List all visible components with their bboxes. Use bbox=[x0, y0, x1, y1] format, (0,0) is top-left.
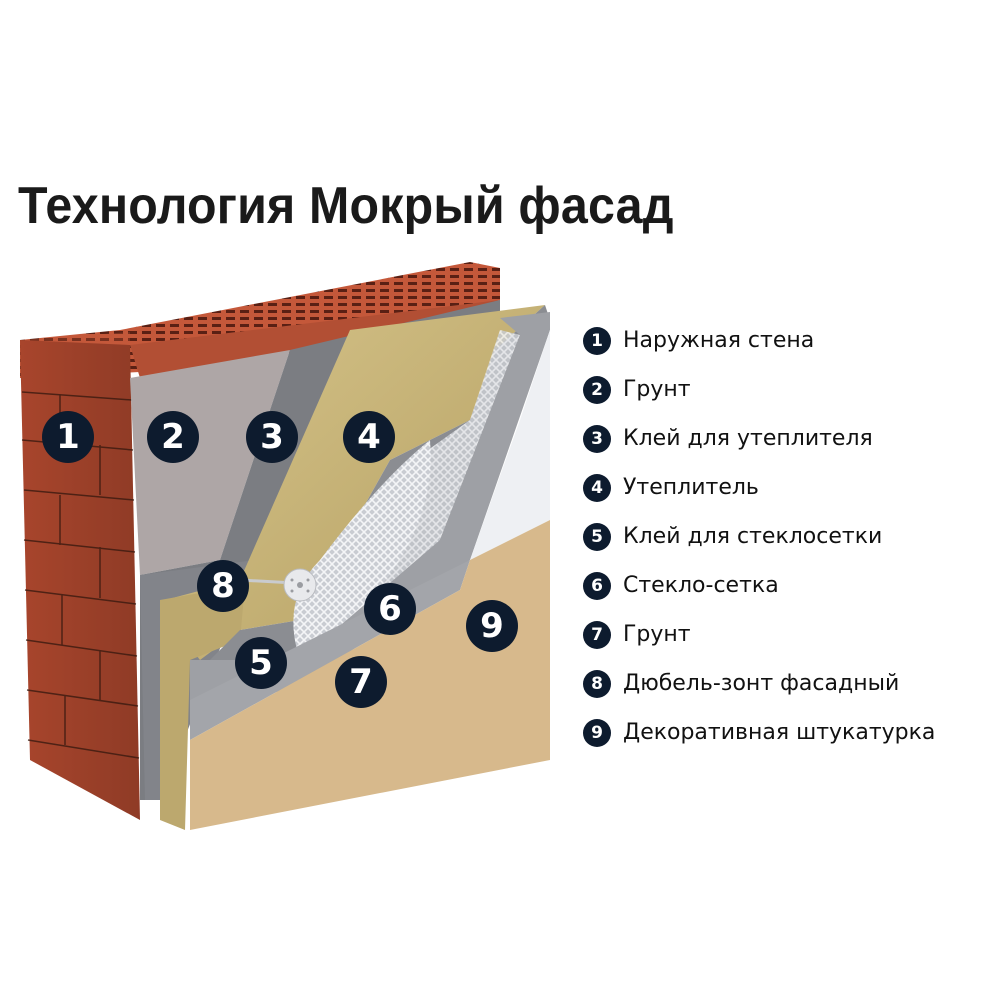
number-badge-icon: 4 bbox=[583, 473, 611, 502]
legend-item: 1 Наружная стена bbox=[583, 316, 935, 365]
marker-8: 8 bbox=[197, 560, 249, 612]
legend-label: Наружная стена bbox=[623, 328, 815, 353]
legend: 1 Наружная стена 2 Грунт 3 Клей для утеп… bbox=[583, 316, 935, 757]
number-badge-icon: 2 bbox=[583, 375, 611, 404]
marker-7: 7 bbox=[335, 656, 387, 708]
legend-label: Утеплитель bbox=[623, 475, 759, 500]
number-badge-icon: 3 bbox=[583, 424, 611, 453]
legend-label: Стекло-сетка bbox=[623, 573, 779, 598]
legend-item: 3 Клей для утеплителя bbox=[583, 414, 935, 463]
legend-item: 4 Утеплитель bbox=[583, 463, 935, 512]
number-badge-icon: 9 bbox=[583, 718, 611, 747]
legend-item: 9 Декоративная штукатурка bbox=[583, 708, 935, 757]
marker-9: 9 bbox=[466, 600, 518, 652]
number-badge-icon: 1 bbox=[583, 326, 611, 355]
marker-1: 1 bbox=[42, 411, 94, 463]
legend-label: Клей для стеклосетки bbox=[623, 524, 883, 549]
legend-item: 6 Стекло-сетка bbox=[583, 561, 935, 610]
legend-label: Грунт bbox=[623, 377, 691, 402]
legend-label: Декоративная штукатурка bbox=[623, 720, 936, 745]
legend-label: Клей для утеплителя bbox=[623, 426, 873, 451]
page-title: Технология Мокрый фасад bbox=[18, 177, 674, 235]
legend-label: Дюбель-зонт фасадный bbox=[623, 671, 900, 696]
marker-3: 3 bbox=[246, 411, 298, 463]
legend-item: 2 Грунт bbox=[583, 365, 935, 414]
legend-label: Грунт bbox=[623, 622, 691, 647]
legend-item: 5 Клей для стеклосетки bbox=[583, 512, 935, 561]
marker-4: 4 bbox=[343, 411, 395, 463]
marker-6: 6 bbox=[364, 583, 416, 635]
number-badge-icon: 8 bbox=[583, 669, 611, 698]
number-badge-icon: 7 bbox=[583, 620, 611, 649]
wall-layers-illustration: 1 2 3 4 5 6 7 8 9 bbox=[0, 250, 570, 850]
number-badge-icon: 5 bbox=[583, 522, 611, 551]
number-badge-icon: 6 bbox=[583, 571, 611, 600]
legend-item: 8 Дюбель-зонт фасадный bbox=[583, 659, 935, 708]
marker-5: 5 bbox=[235, 637, 287, 689]
legend-item: 7 Грунт bbox=[583, 610, 935, 659]
marker-2: 2 bbox=[147, 411, 199, 463]
